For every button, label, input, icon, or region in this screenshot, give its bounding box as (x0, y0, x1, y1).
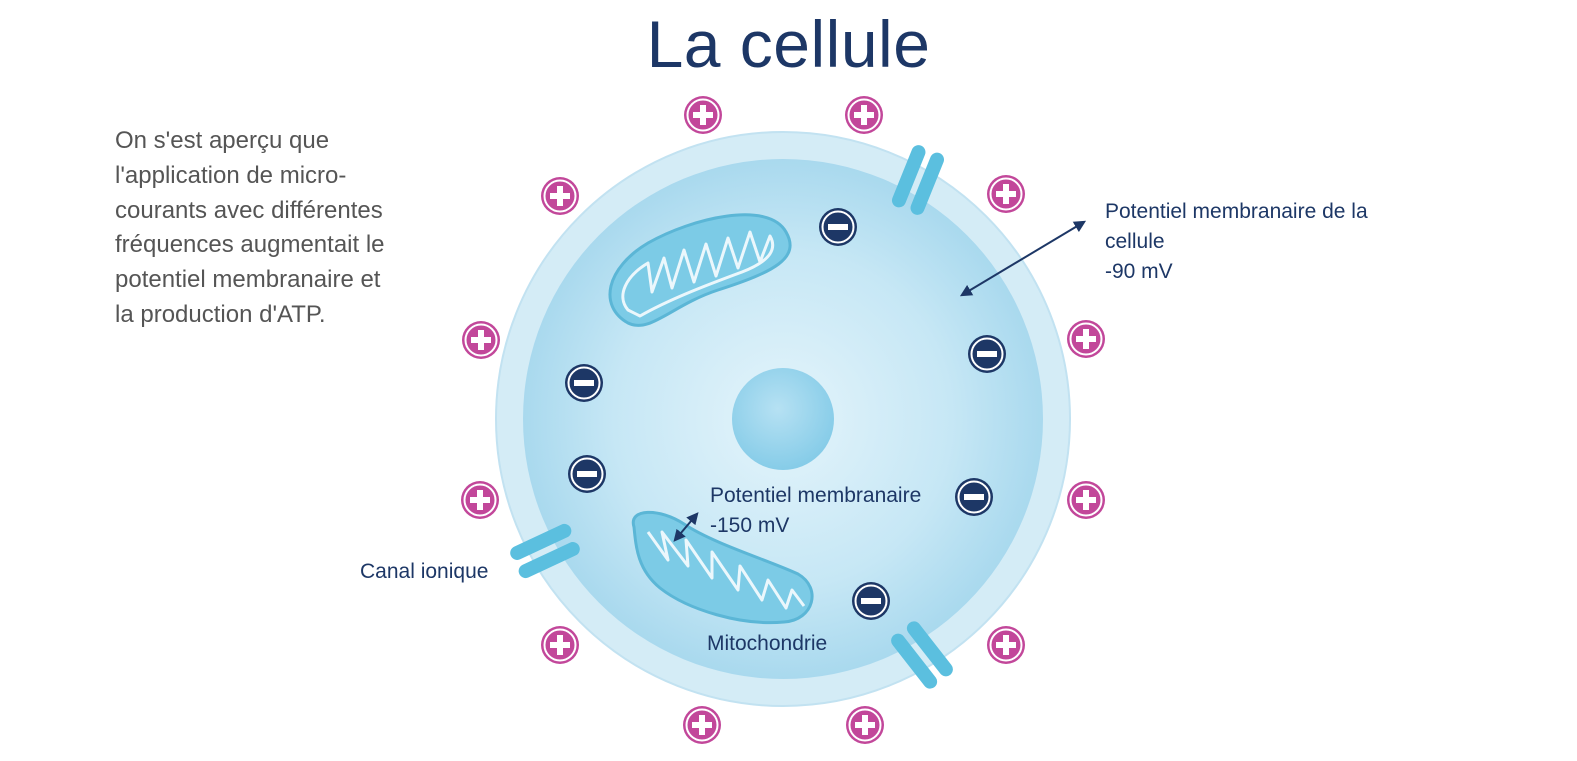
minus-ion-icon (851, 581, 891, 621)
intro-paragraph: On s'est aperçu que l'application de mic… (115, 127, 385, 328)
mitochondria-label: Mitochondrie (707, 632, 828, 655)
mito-potential-value: -150 mV (710, 514, 790, 537)
plus-ion-icon (461, 320, 501, 360)
plus-ion-icon (540, 625, 580, 665)
minus-ion-icon (954, 477, 994, 517)
minus-ion-icon (567, 454, 607, 494)
plus-ion-icon (986, 174, 1026, 214)
mito-potential-arrow (673, 512, 699, 542)
plus-ion-icon (460, 480, 500, 520)
ion-channel-label: Canal ionique (360, 560, 489, 583)
plus-ion-icon (844, 95, 884, 135)
plus-ion-icon (1066, 480, 1106, 520)
cell-potential-label: Potentiel membranaire de la cellule -90 … (1105, 197, 1368, 287)
plus-ion-icon (845, 705, 885, 745)
plus-ion-icon (683, 95, 723, 135)
minus-ion-icon (967, 334, 1007, 374)
mito-potential-label: Potentiel membranaire -150 mV (710, 481, 921, 541)
plus-ion-icon (682, 705, 722, 745)
nucleus (732, 368, 834, 470)
plus-ion-icon (1066, 319, 1106, 359)
cell-potential-arrow (959, 220, 1087, 297)
cell-potential-value: -90 mV (1105, 260, 1173, 283)
mitochondrion-top (608, 213, 792, 327)
page-title: La cellule (646, 7, 931, 81)
cell-potential-line1: Potentiel membranaire de la (1105, 200, 1368, 223)
plus-ion-icon (540, 176, 580, 216)
minus-ion-icon (818, 207, 858, 247)
mito-potential-line1: Potentiel membranaire (710, 484, 922, 507)
cell-potential-line2: cellule (1105, 230, 1165, 253)
minus-ion-icon (564, 363, 604, 403)
plus-ion-icon (986, 625, 1026, 665)
